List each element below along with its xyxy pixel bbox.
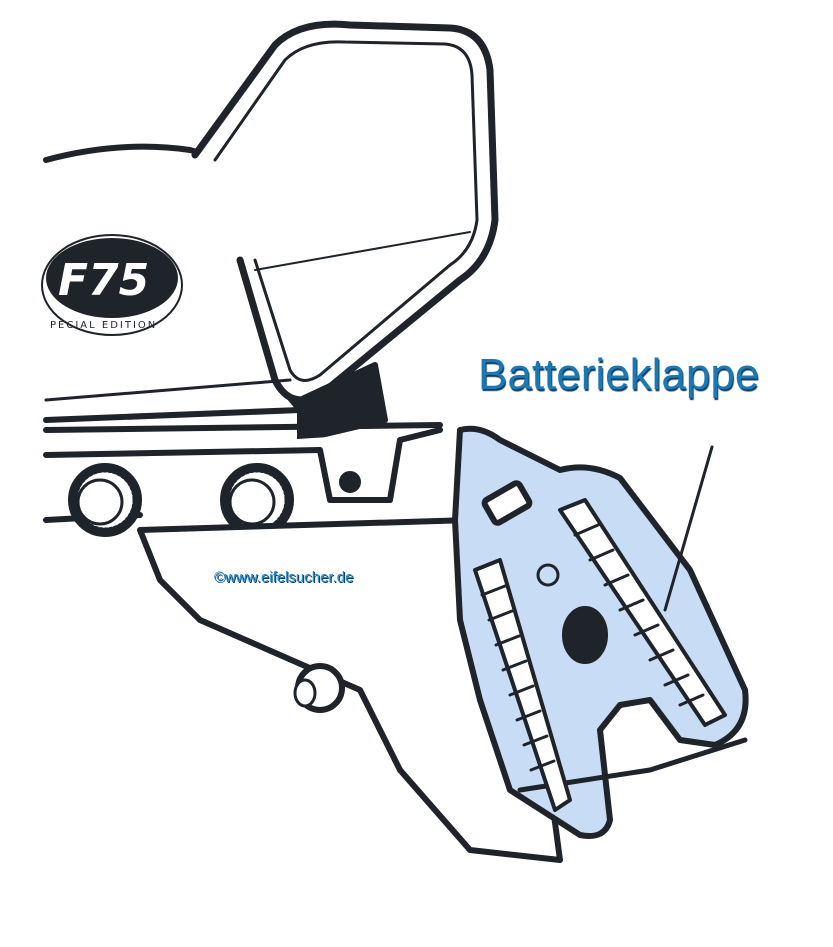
- svg-text:F75: F75: [58, 255, 149, 306]
- adjustment-knob-left: [68, 463, 142, 537]
- callout-line: [663, 445, 714, 612]
- handle-grip: [137, 517, 563, 863]
- trigger-knob: [293, 663, 345, 713]
- battery-cover-label: Batterieklappe: [478, 350, 760, 399]
- svg-text:PECIAL EDITION: PECIAL EDITION: [50, 320, 157, 331]
- f75-logo: F75 PECIAL EDITION: [41, 234, 183, 336]
- copyright-watermark: ©www.eifelsucher.de: [214, 569, 354, 586]
